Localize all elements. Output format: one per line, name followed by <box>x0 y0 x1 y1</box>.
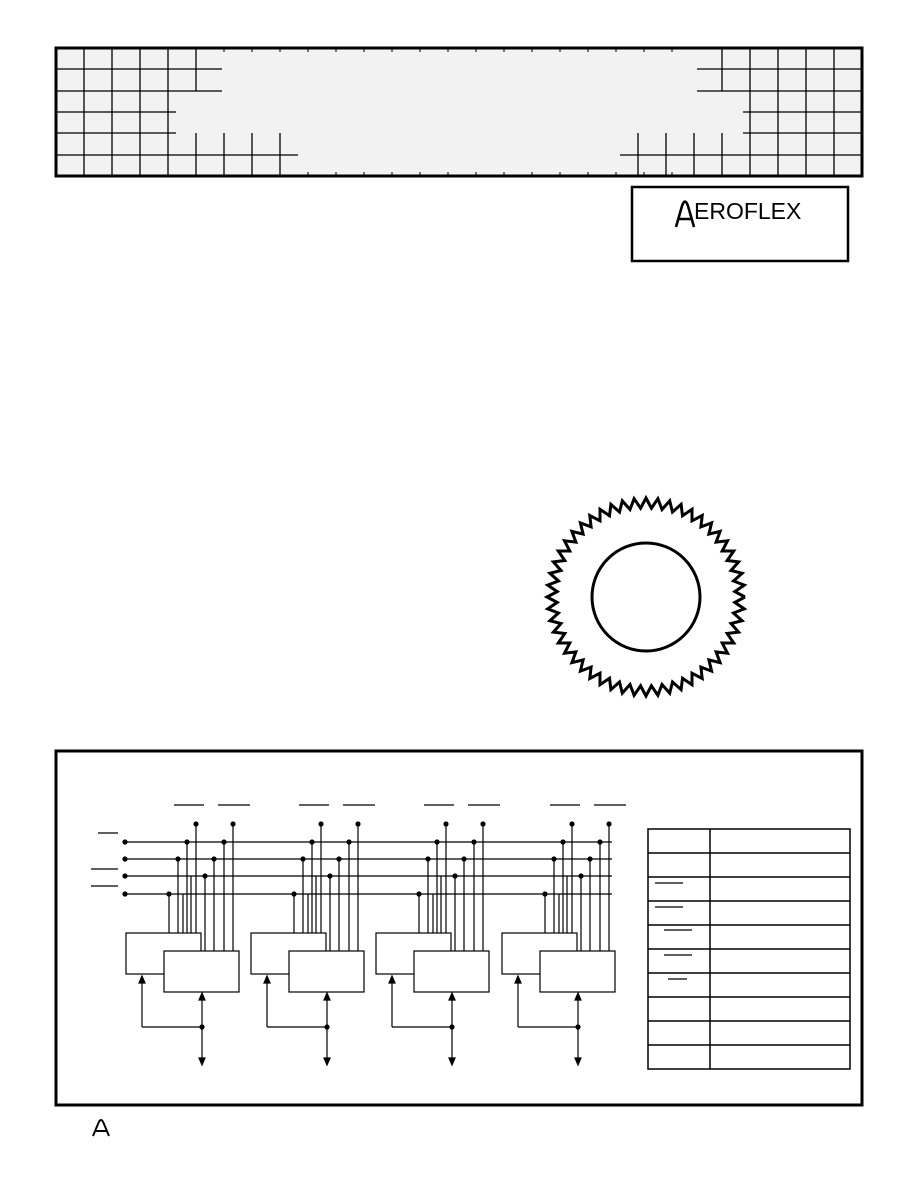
junction-dot <box>425 856 431 862</box>
arrow-up <box>448 991 456 1001</box>
junction-dot <box>449 1024 455 1030</box>
junction-dot <box>480 821 486 827</box>
logo-wordmark: EROFLEX <box>694 198 802 224</box>
junction-dot <box>327 873 333 879</box>
junction-dot <box>346 839 352 845</box>
arrow-up <box>574 991 582 1001</box>
junction-dot <box>166 891 172 897</box>
memory-chip <box>539 950 616 993</box>
junction-dot <box>221 839 227 845</box>
memory-chip <box>413 950 490 993</box>
inner-circle <box>590 541 702 653</box>
junction-dot <box>606 821 612 827</box>
arrow-down <box>448 1057 456 1067</box>
arrow-up <box>263 974 271 984</box>
arrow-down <box>198 1057 206 1067</box>
junction-dot <box>461 856 467 862</box>
junction-dot <box>560 839 566 845</box>
header-banner-frame <box>54 46 864 178</box>
junction-dot <box>199 1024 205 1030</box>
junction-dot <box>578 873 584 879</box>
junction-dot <box>587 856 593 862</box>
junction-dot <box>122 839 128 845</box>
junction-dot <box>434 839 440 845</box>
junction-dot <box>575 1024 581 1030</box>
junction-dot <box>597 839 603 845</box>
junction-dot <box>355 821 361 827</box>
junction-dot <box>452 873 458 879</box>
arrow-up <box>388 974 396 984</box>
junction-dot <box>569 821 575 827</box>
junction-dot <box>175 856 181 862</box>
arrow-up <box>323 991 331 1001</box>
junction-dot <box>211 856 217 862</box>
junction-dot <box>300 856 306 862</box>
pin-table <box>647 828 851 1070</box>
junction-dot <box>336 856 342 862</box>
arrow-down <box>574 1057 582 1067</box>
arrow-up <box>514 974 522 984</box>
junction-dot <box>309 839 315 845</box>
junction-dot <box>184 839 190 845</box>
memory-chip <box>288 950 365 993</box>
footer-aeroflex-icon <box>92 1119 110 1137</box>
junction-dot <box>122 856 128 862</box>
junction-dot <box>122 873 128 879</box>
memory-chip <box>163 950 240 993</box>
junction-dot <box>230 821 236 827</box>
junction-dot <box>471 839 477 845</box>
aeroflex-arch-icon <box>674 200 696 228</box>
junction-dot <box>291 891 297 897</box>
junction-dot <box>122 891 128 897</box>
die-illustration <box>543 494 748 700</box>
junction-dot <box>551 856 557 862</box>
junction-dot <box>193 821 199 827</box>
junction-dot <box>318 821 324 827</box>
arrow-up <box>198 991 206 1001</box>
arrow-down <box>323 1057 331 1067</box>
logo-box-frame <box>630 185 850 263</box>
block-diagram-panel <box>54 749 864 1107</box>
junction-dot <box>202 873 208 879</box>
junction-dot <box>542 891 548 897</box>
gear-outline <box>543 494 748 700</box>
junction-dot <box>416 891 422 897</box>
arrow-up <box>138 974 146 984</box>
junction-dot <box>443 821 449 827</box>
junction-dot <box>324 1024 330 1030</box>
